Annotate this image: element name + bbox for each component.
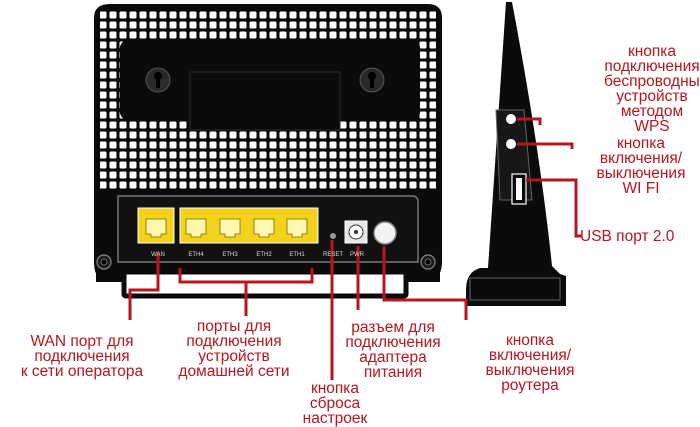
eth3-port-label: ETH3 xyxy=(222,252,238,258)
eth-port-1 xyxy=(286,218,308,238)
power-button xyxy=(373,221,397,245)
usb-port-side xyxy=(511,173,527,205)
wifi-button-side xyxy=(506,139,516,149)
eth-annotation: порты для подключения устройств домашней… xyxy=(178,318,290,380)
power-jack xyxy=(344,220,368,244)
wall-mount-right xyxy=(359,67,385,93)
eth2-port-label: ETH2 xyxy=(256,252,272,258)
reset-annotation: кнопка сброса настроек xyxy=(302,380,368,427)
screw-right xyxy=(420,254,436,270)
router-side-view xyxy=(466,2,566,306)
reset-hole xyxy=(330,233,336,239)
wan-annotation: WAN порт для подключения к сети оператор… xyxy=(20,333,144,380)
router-back-view xyxy=(94,4,442,299)
power-annotation: разъем для подключения адаптера питания xyxy=(345,319,441,381)
eth-port-3 xyxy=(219,218,241,238)
screw-left xyxy=(96,254,112,270)
switch-annotation: кнопка включения/ выключения роутера xyxy=(485,332,575,394)
wifi-annotation: кнопка включения/ выключения WI FI xyxy=(596,135,686,197)
eth1-port-label: ETH1 xyxy=(289,252,305,258)
reset-port-label: RESET xyxy=(323,252,343,258)
wall-mount-left xyxy=(145,67,171,93)
leader-lines xyxy=(128,117,582,380)
wps-annotation: кнопка подключения беспроводных устройст… xyxy=(604,43,700,135)
usb-annotation: USB порт 2.0 xyxy=(580,228,675,245)
pwr-port-label: PWR xyxy=(350,252,365,258)
eth4-port-label: ETH4 xyxy=(188,252,204,258)
wan-port xyxy=(137,207,175,244)
eth-port-2 xyxy=(253,218,275,238)
wan-port-label: WAN xyxy=(151,252,165,258)
wps-button-side xyxy=(506,114,516,124)
